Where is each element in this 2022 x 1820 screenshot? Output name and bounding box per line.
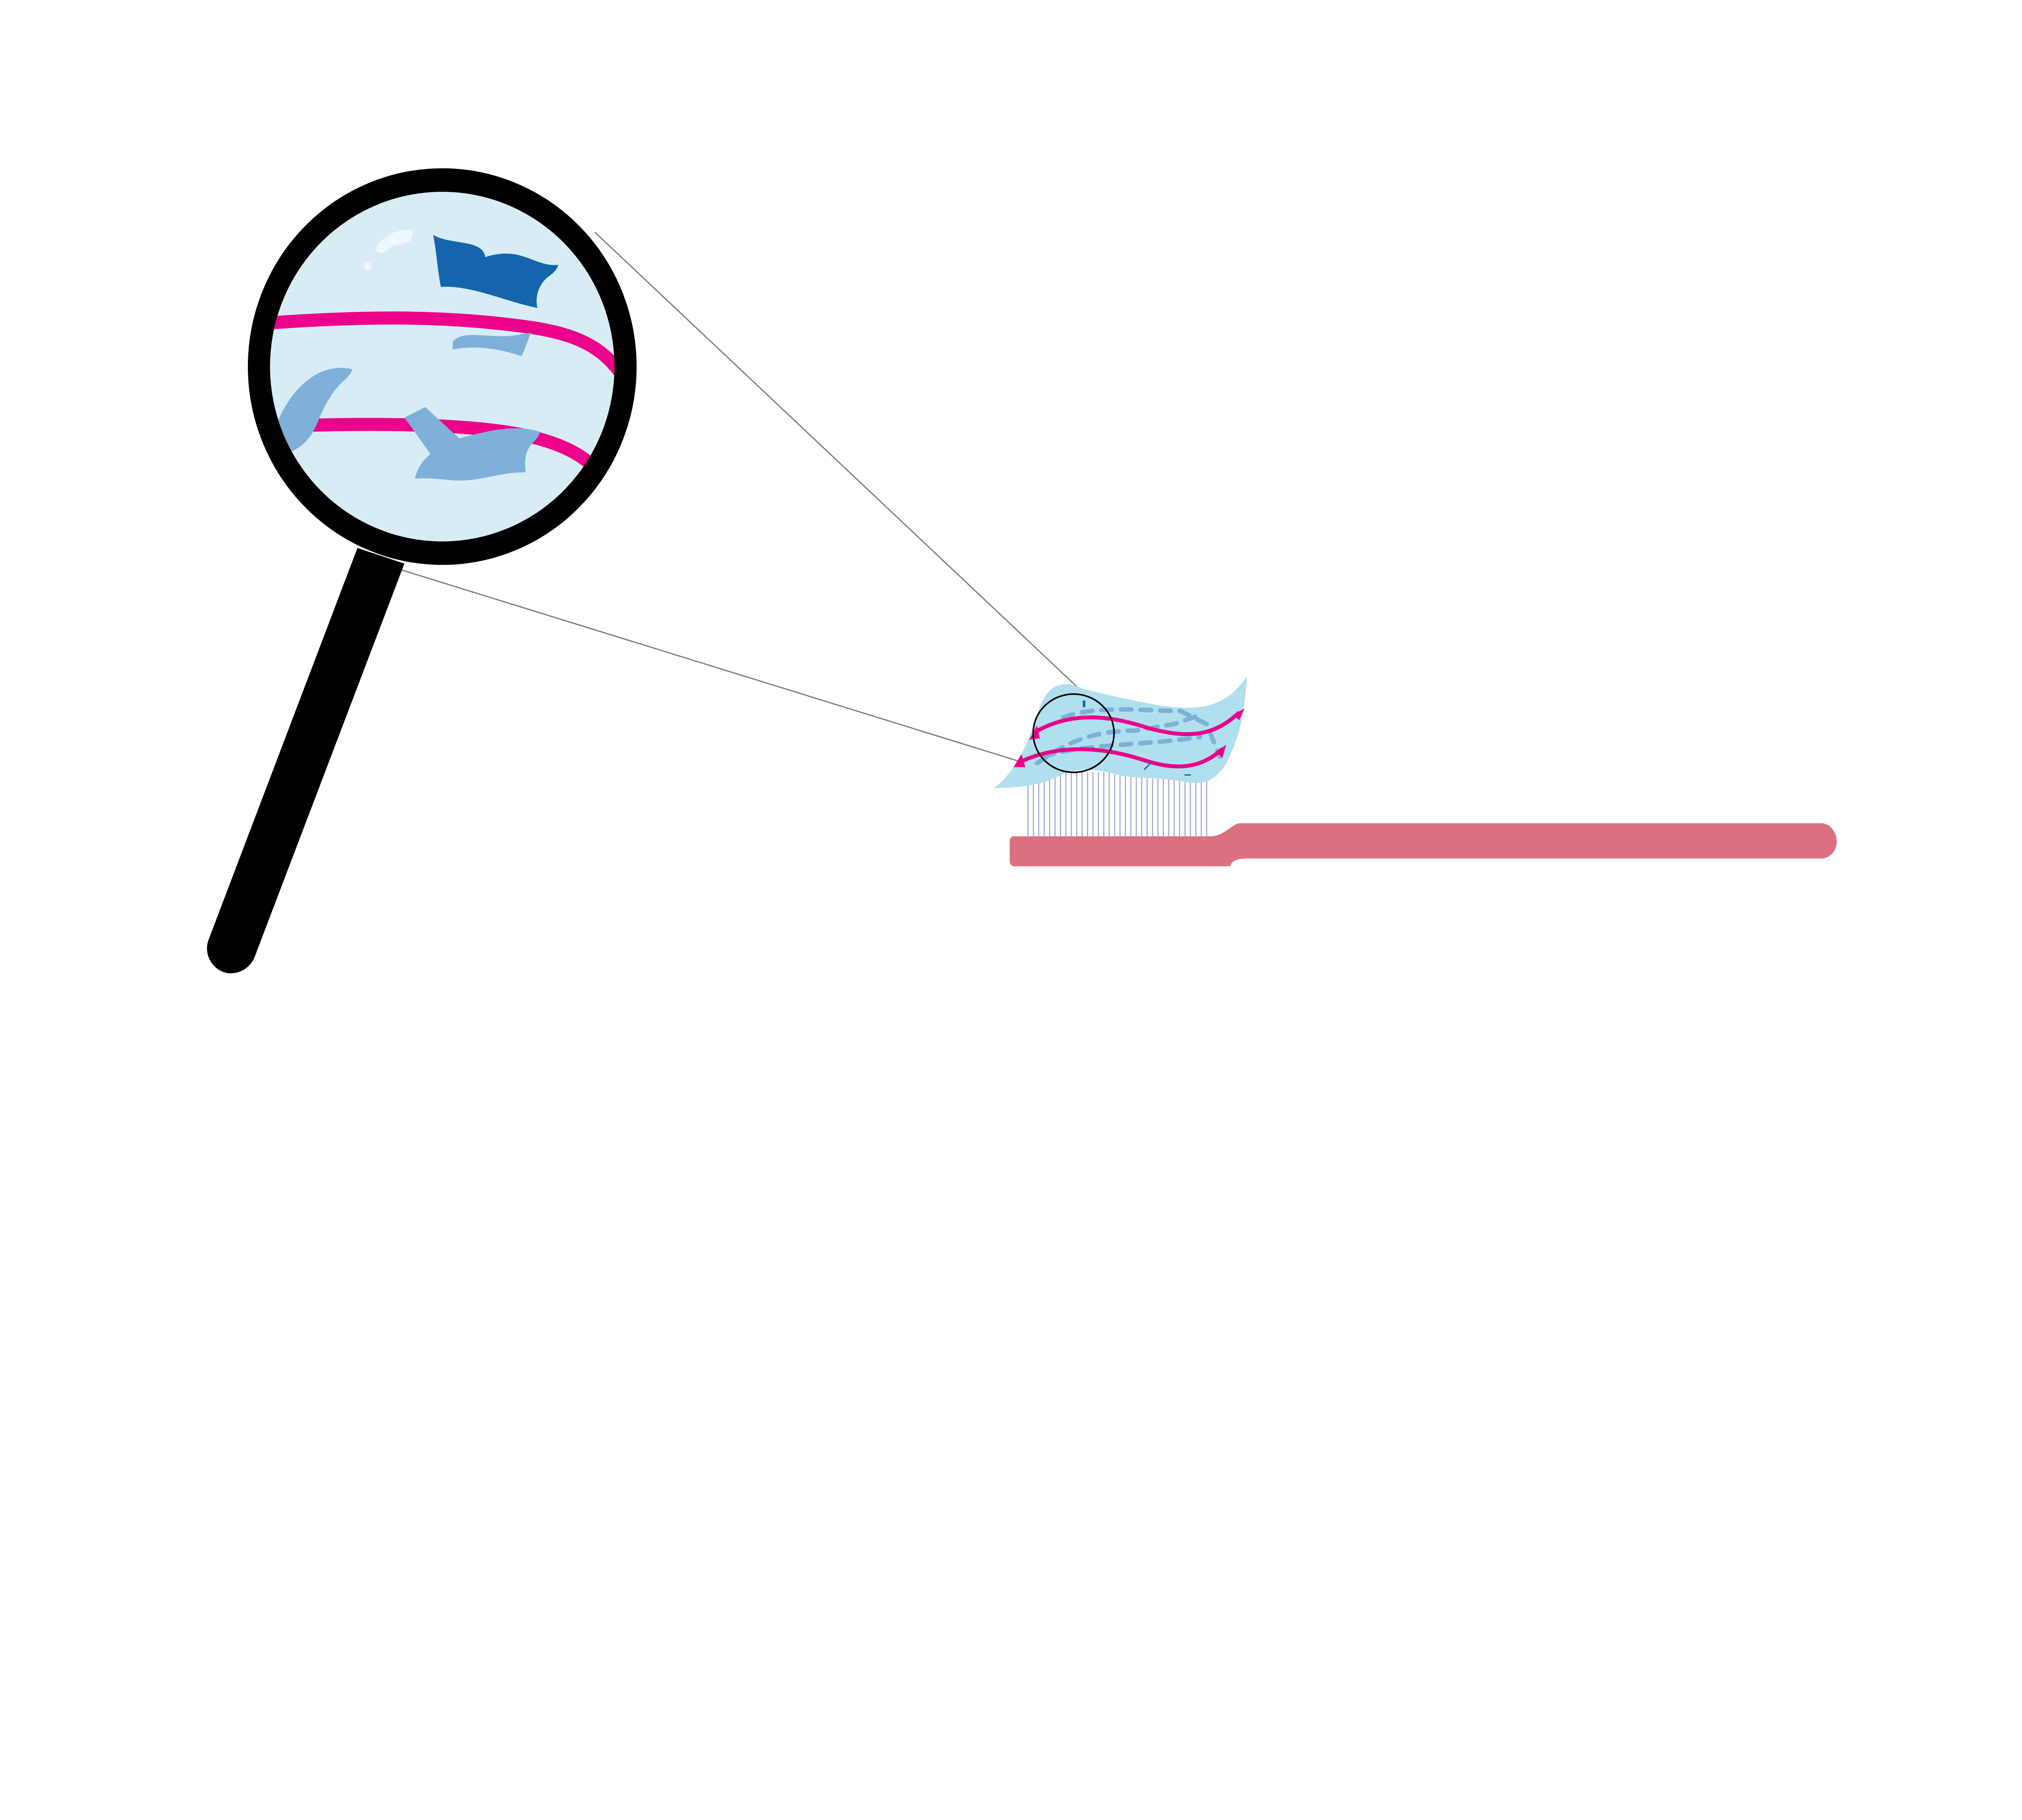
particle-magnified	[433, 235, 558, 308]
magnified-view	[270, 229, 615, 481]
glare-highlight	[376, 229, 413, 254]
zoom-line-top	[594, 232, 1096, 705]
bristles	[1027, 772, 1208, 838]
flow-arrow-upper	[1032, 711, 1241, 736]
particle-magnified	[404, 407, 540, 481]
zoom-target-circle	[1032, 693, 1115, 773]
toothbrush-handle	[1009, 823, 1837, 866]
arrowheads	[1013, 708, 1245, 767]
magnifier-handle	[207, 548, 405, 973]
flow-line-magnified	[270, 418, 594, 468]
dashed-path	[1034, 713, 1203, 766]
particle-magnified	[453, 332, 531, 356]
toothbrush	[1009, 772, 1837, 866]
arrowhead-icon	[1216, 745, 1227, 758]
arrowhead-icon	[1013, 754, 1026, 767]
particle-magnified	[274, 368, 352, 457]
dashed-path	[1061, 707, 1222, 759]
particle	[1143, 761, 1153, 770]
flow-line-magnified	[270, 311, 615, 376]
magnifying-glass	[207, 168, 637, 973]
arrowhead-icon	[1029, 725, 1040, 740]
flow-arrow-lower	[1016, 747, 1224, 768]
background	[0, 0, 2022, 1138]
zoom-line-bottom	[398, 568, 1026, 764]
glare-dot	[364, 262, 372, 270]
toothpaste	[994, 675, 1247, 788]
particle	[1083, 700, 1085, 707]
toothpaste-magnifier-illustration	[0, 0, 2022, 1138]
flow-arrows	[1016, 711, 1241, 768]
arrowhead-icon	[1233, 708, 1245, 720]
